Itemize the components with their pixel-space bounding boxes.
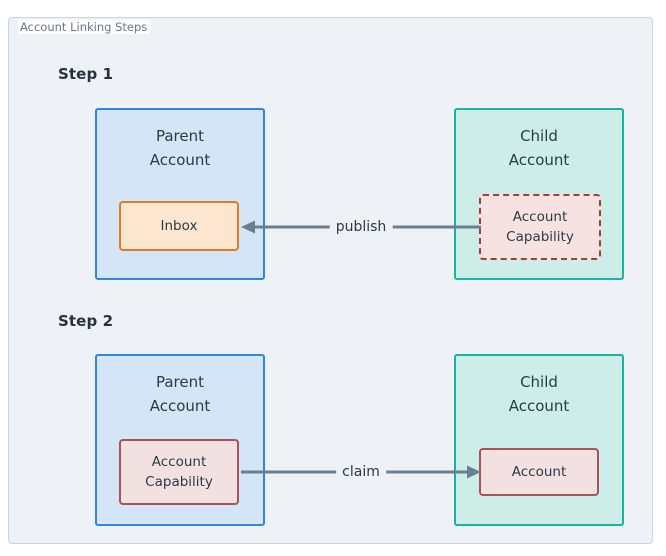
step-2-account-capability-node[interactable]: Account Capability [119, 439, 239, 505]
step-1-inbox-node[interactable]: Inbox [119, 201, 239, 251]
account-linking-frame: Account Linking Steps Step 1 Parent Acco… [8, 17, 653, 544]
step-2-label: Step 2 [58, 312, 114, 330]
frame-legend: Account Linking Steps [18, 20, 151, 34]
step-1-label: Step 1 [58, 65, 114, 83]
step-2-parent-account-title: Parent Account [149, 373, 211, 415]
step-2-child-account-box[interactable]: Child Account [454, 354, 624, 526]
publish-edge-label: publish [329, 218, 393, 236]
step-2-child-account-title: Child Account [508, 373, 570, 415]
step-1-account-capability-node[interactable]: Account Capability [479, 194, 601, 260]
step-2-account-node[interactable]: Account [479, 448, 599, 496]
step-1-parent-account-box[interactable]: Parent Account [95, 108, 265, 280]
claim-edge-label: claim [336, 463, 386, 481]
step-1-child-account-title: Child Account [508, 127, 570, 169]
step-1-parent-account-title: Parent Account [149, 127, 211, 169]
